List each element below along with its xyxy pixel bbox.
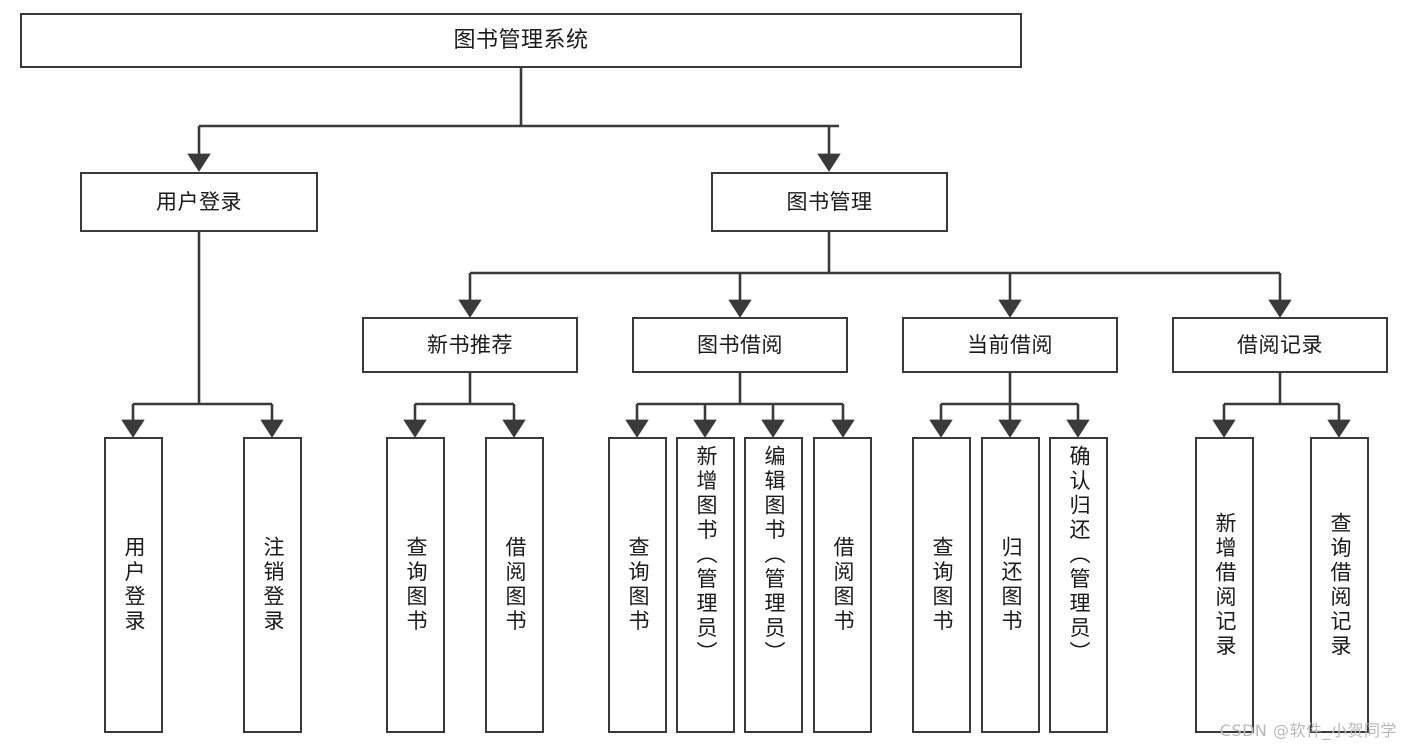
leaf-query-book-current[interactable]: 查询图书 xyxy=(912,437,971,733)
node-label: 确认归还（管理员） xyxy=(1067,445,1091,666)
node-label: 用户登录 xyxy=(156,189,242,214)
node-label: 当前借阅 xyxy=(967,332,1053,357)
node-borrow-record[interactable]: 借阅记录 xyxy=(1172,317,1388,373)
node-label: 新增借阅记录 xyxy=(1213,511,1237,659)
node-label: 用户登录 xyxy=(122,536,146,634)
leaf-add-borrow-record[interactable]: 新增借阅记录 xyxy=(1195,437,1254,733)
node-label: 查询图书 xyxy=(930,536,954,634)
node-new-book-recommend[interactable]: 新书推荐 xyxy=(362,317,578,373)
leaf-borrow-book-new[interactable]: 借阅图书 xyxy=(485,437,544,733)
leaf-query-book-borrow[interactable]: 查询图书 xyxy=(608,437,667,733)
leaf-logout[interactable]: 注销登录 xyxy=(243,437,302,733)
leaf-user-login[interactable]: 用户登录 xyxy=(104,437,163,733)
leaf-query-borrow-record[interactable]: 查询借阅记录 xyxy=(1310,437,1369,733)
node-book-management[interactable]: 图书管理 xyxy=(711,172,948,232)
node-current-borrow[interactable]: 当前借阅 xyxy=(902,317,1118,373)
node-label: 图书管理 xyxy=(786,189,873,214)
node-label: 查询图书 xyxy=(404,536,428,634)
watermark: CSDN @软件_小贺同学 xyxy=(1219,721,1397,740)
node-label: 借阅图书 xyxy=(831,536,855,634)
node-label: 编辑图书（管理员） xyxy=(762,445,786,666)
node-label: 新增图书（管理员） xyxy=(694,445,718,666)
leaf-borrow-book[interactable]: 借阅图书 xyxy=(813,437,872,733)
node-label: 借阅图书 xyxy=(503,536,527,634)
node-label: 查询图书 xyxy=(626,536,650,634)
node-label: 归还图书 xyxy=(999,536,1023,634)
node-user-login[interactable]: 用户登录 xyxy=(80,172,318,232)
node-label: 图书管理系统 xyxy=(453,27,589,53)
node-label: 借阅记录 xyxy=(1237,332,1323,357)
leaf-edit-book-admin[interactable]: 编辑图书（管理员） xyxy=(744,437,803,733)
leaf-query-book-new[interactable]: 查询图书 xyxy=(386,437,445,733)
node-label: 新书推荐 xyxy=(427,332,513,357)
leaf-add-book-admin[interactable]: 新增图书（管理员） xyxy=(676,437,735,733)
node-label: 查询借阅记录 xyxy=(1328,511,1352,659)
node-root-system[interactable]: 图书管理系统 xyxy=(20,13,1022,68)
leaf-confirm-return-admin[interactable]: 确认归还（管理员） xyxy=(1049,437,1108,733)
node-label: 注销登录 xyxy=(261,536,285,634)
node-label: 图书借阅 xyxy=(697,332,783,357)
leaf-return-book[interactable]: 归还图书 xyxy=(981,437,1040,733)
node-book-borrow[interactable]: 图书借阅 xyxy=(632,317,848,373)
